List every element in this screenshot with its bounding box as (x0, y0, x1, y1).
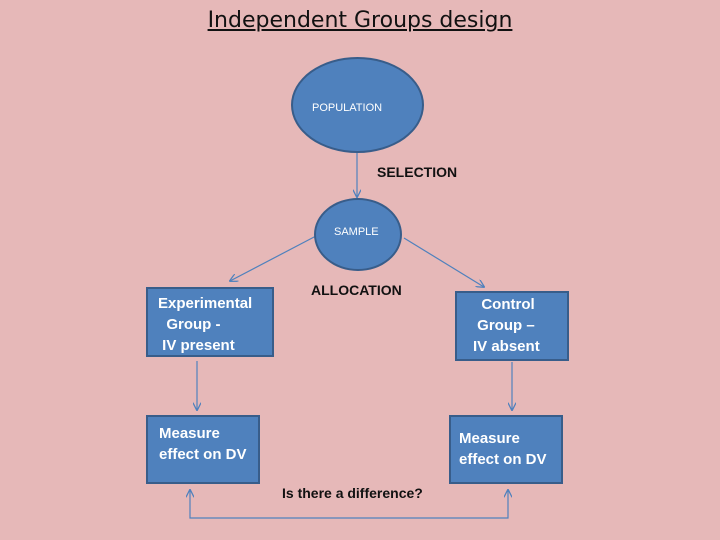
sample-node: SAMPLE (314, 198, 402, 271)
question-label: Is there a difference? (282, 485, 423, 501)
arrow-sample-to-experimental (230, 235, 317, 281)
allocation-label: ALLOCATION (311, 282, 402, 298)
measure-left-box: Measure effect on DV (146, 415, 260, 484)
population-label: POPULATION (312, 102, 383, 114)
arrow-comparison (190, 490, 508, 519)
control-group-box: Control Group – IV absent (455, 291, 569, 361)
selection-label: SELECTION (377, 164, 458, 180)
arrow-sample-to-control (403, 237, 484, 287)
population-node: POPULATION (291, 57, 424, 153)
slide-title: Independent Groups design (207, 8, 513, 33)
experimental-group-box: Experimental Group - IV present (146, 287, 274, 357)
measure-right-box: Measure effect on DV (449, 415, 563, 484)
sample-label: SAMPLE (334, 226, 379, 238)
